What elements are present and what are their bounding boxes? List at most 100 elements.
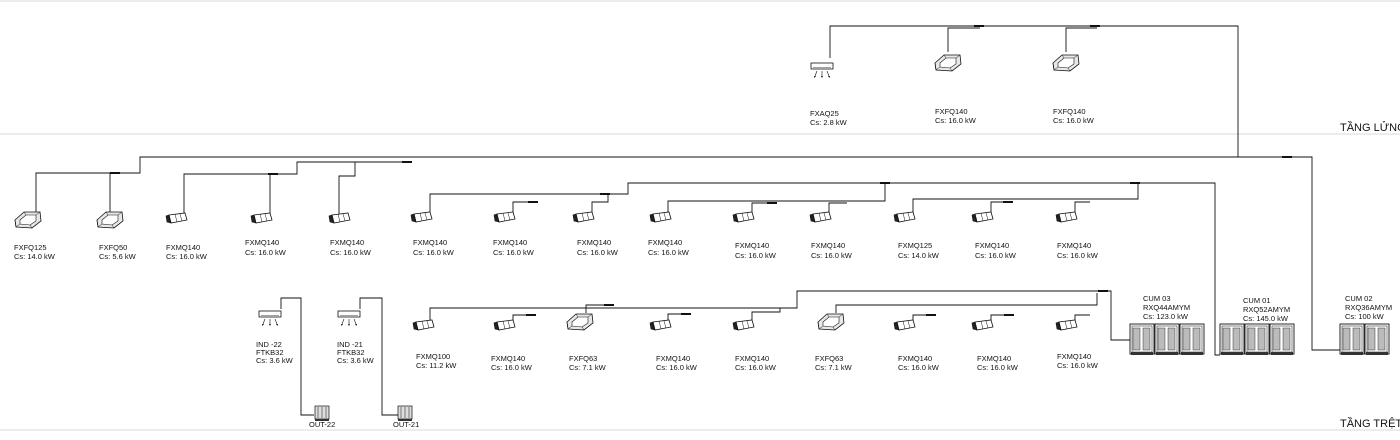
unit-model: FXMQ140 xyxy=(977,354,1011,363)
row1-unit-1: FXFQ125 Cs: 14.0 kW xyxy=(14,211,56,261)
ducted-unit-icon xyxy=(732,211,755,223)
unit-capacity: Cs: 11.2 kW xyxy=(416,361,457,370)
unit-model: FXMQ140 xyxy=(1057,241,1091,250)
unit-capacity: Cs: 14.0 kW xyxy=(14,252,56,261)
split-unit-model: FTKB32 xyxy=(337,348,365,357)
outdoor-module-icon xyxy=(1154,323,1180,356)
outdoor-unit-model: RXQ52AMYM xyxy=(1243,305,1290,314)
row2-unit-8: FXMQ140 Cs: 16.0 kW xyxy=(971,319,1019,372)
cassette-unit-icon xyxy=(566,313,594,331)
ducted-unit-icon xyxy=(649,211,672,223)
refrigerant-piping xyxy=(35,25,1340,416)
ducted-unit-icon xyxy=(493,319,516,331)
outdoor-module-icon xyxy=(1244,323,1270,356)
outdoor-module-icon xyxy=(1179,323,1205,356)
outdoor-unit-capacity: Cs: 145.0 kW xyxy=(1243,314,1289,323)
cassette-unit-icon xyxy=(14,211,42,229)
ducted-unit-icon xyxy=(809,211,832,223)
row1-unit-4: FXMQ140 Cs: 16.0 kW xyxy=(245,212,287,257)
unit-capacity: Cs: 16.0 kW xyxy=(935,116,977,125)
unit-capacity: Cs: 7.1 kW xyxy=(569,363,607,372)
split-unit-model: FTKB32 xyxy=(256,348,284,357)
row1-unit-14: FXMQ140 Cs: 16.0 kW xyxy=(1055,211,1099,260)
outdoor-unit-cum-02: CUM 02 RXQ36AMYM Cs: 100 kW xyxy=(1339,294,1392,356)
ducted-unit-icon xyxy=(732,319,755,331)
ducted-unit-icon xyxy=(328,212,351,224)
ducted-unit-icon xyxy=(893,319,916,331)
floor-label-mezzanine: TẦNG LỬNG xyxy=(1340,121,1400,134)
mezzanine-unit-fxaq25: FXAQ25 Cs: 2.8 kW xyxy=(810,62,848,127)
ducted-unit-icon xyxy=(250,212,273,224)
unit-capacity: Cs: 16.0 kW xyxy=(1057,361,1099,370)
unit-capacity: Cs: 16.0 kW xyxy=(735,251,777,260)
wall-unit-icon xyxy=(337,310,361,327)
unit-capacity: Cs: 16.0 kW xyxy=(1053,116,1095,125)
unit-capacity: Cs: 16.0 kW xyxy=(898,363,940,372)
outdoor-module-icon xyxy=(1129,323,1155,356)
unit-capacity: Cs: 16.0 kW xyxy=(493,248,535,257)
ducted-unit-icon xyxy=(493,211,516,223)
row1-unit-11: FXMQ140 Cs: 16.0 kW xyxy=(809,211,853,260)
unit-model: FXMQ125 xyxy=(898,241,932,250)
wall-unit-icon xyxy=(810,62,834,79)
unit-model: FXMQ140 xyxy=(975,241,1009,250)
unit-capacity: Cs: 16.0 kW xyxy=(1057,251,1099,260)
unit-capacity: Cs: 16.0 kW xyxy=(245,248,287,257)
row1-unit-9: FXMQ140 Cs: 16.0 kW xyxy=(648,211,690,257)
unit-model: FXMQ140 xyxy=(735,241,769,250)
branch-joints xyxy=(110,25,1292,316)
unit-capacity: Cs: 16.0 kW xyxy=(656,363,698,372)
ducted-unit-icon xyxy=(410,211,433,223)
split-unit-ind-21: IND -21 FTKB32 Cs: 3.6 kW OUT-21 xyxy=(337,310,419,429)
mezzanine-unit-fxfq140-a: FXFQ140 Cs: 16.0 kW xyxy=(934,54,977,125)
unit-model: FXMQ140 xyxy=(1057,352,1091,361)
ducted-unit-icon xyxy=(1055,319,1078,331)
outdoor-unit-icon xyxy=(314,405,330,422)
unit-capacity: Cs: 16.0 kW xyxy=(577,248,619,257)
row2-unit-6: FXFQ63 Cs: 7.1 kW xyxy=(815,313,853,372)
unit-model: FXFQ140 xyxy=(935,107,968,116)
outdoor-unit-model: RXQ36AMYM xyxy=(1345,303,1392,312)
row1-unit-7: FXMQ140 Cs: 16.0 kW xyxy=(493,211,535,257)
ducted-unit-icon xyxy=(893,211,916,223)
unit-model: FXMQ140 xyxy=(493,238,527,247)
row1-unit-8: FXMQ140 Cs: 16.0 kW xyxy=(572,211,619,257)
row1-unit-3: FXMQ140 Cs: 16.0 kW xyxy=(165,212,208,261)
unit-capacity: Cs: 14.0 kW xyxy=(898,251,940,260)
unit-model: FXMQ140 xyxy=(577,238,611,247)
outdoor-module-icon xyxy=(1364,323,1390,356)
unit-model: FXMQ140 xyxy=(491,354,525,363)
ducted-unit-icon xyxy=(649,319,672,331)
unit-model: FXMQ140 xyxy=(656,354,690,363)
row1-unit-5: FXMQ140 Cs: 16.0 kW xyxy=(328,212,372,257)
unit-capacity: Cs: 16.0 kW xyxy=(491,363,533,372)
cassette-unit-icon xyxy=(1052,54,1080,72)
unit-capacity: Cs: 2.8 kW xyxy=(810,118,848,127)
unit-capacity: Cs: 16.0 kW xyxy=(977,363,1019,372)
ducted-unit-icon xyxy=(971,211,994,223)
mezzanine-unit-fxfq140-b: FXFQ140 Cs: 16.0 kW xyxy=(1052,54,1095,125)
unit-model: FXMQ140 xyxy=(648,238,682,247)
unit-model: FXMQ140 xyxy=(245,238,279,247)
outdoor-unit-icon xyxy=(397,405,413,422)
ducted-unit-icon xyxy=(412,319,435,331)
row2-unit-9: FXMQ140 Cs: 16.0 kW xyxy=(1055,319,1099,370)
unit-model: FXFQ125 xyxy=(14,243,47,252)
unit-capacity: Cs: 16.0 kW xyxy=(330,248,372,257)
unit-model: FXMQ140 xyxy=(811,241,845,250)
outdoor-unit-model: RXQ44AMYM xyxy=(1143,303,1190,312)
split-outdoor-name: OUT-22 xyxy=(309,420,335,429)
unit-capacity: Cs: 16.0 kW xyxy=(166,252,208,261)
row2-unit-3: FXFQ63 Cs: 7.1 kW xyxy=(566,313,607,372)
row2-unit-1: FXMQ100 Cs: 11.2 kW xyxy=(412,319,457,370)
outdoor-unit-capacity: Cs: 123.0 kW xyxy=(1143,312,1189,321)
unit-capacity: Cs: 16.0 kW xyxy=(811,251,853,260)
outdoor-unit-name: CUM 02 xyxy=(1345,294,1373,303)
unit-capacity: Cs: 16.0 kW xyxy=(413,248,455,257)
split-unit-capacity: Cs: 3.6 kW xyxy=(337,356,375,365)
ducted-unit-icon xyxy=(1055,211,1078,223)
row1-unit-13: FXMQ140 Cs: 16.0 kW xyxy=(971,211,1017,260)
outdoor-module-icon xyxy=(1219,323,1245,356)
unit-model: FXMQ140 xyxy=(166,243,200,252)
